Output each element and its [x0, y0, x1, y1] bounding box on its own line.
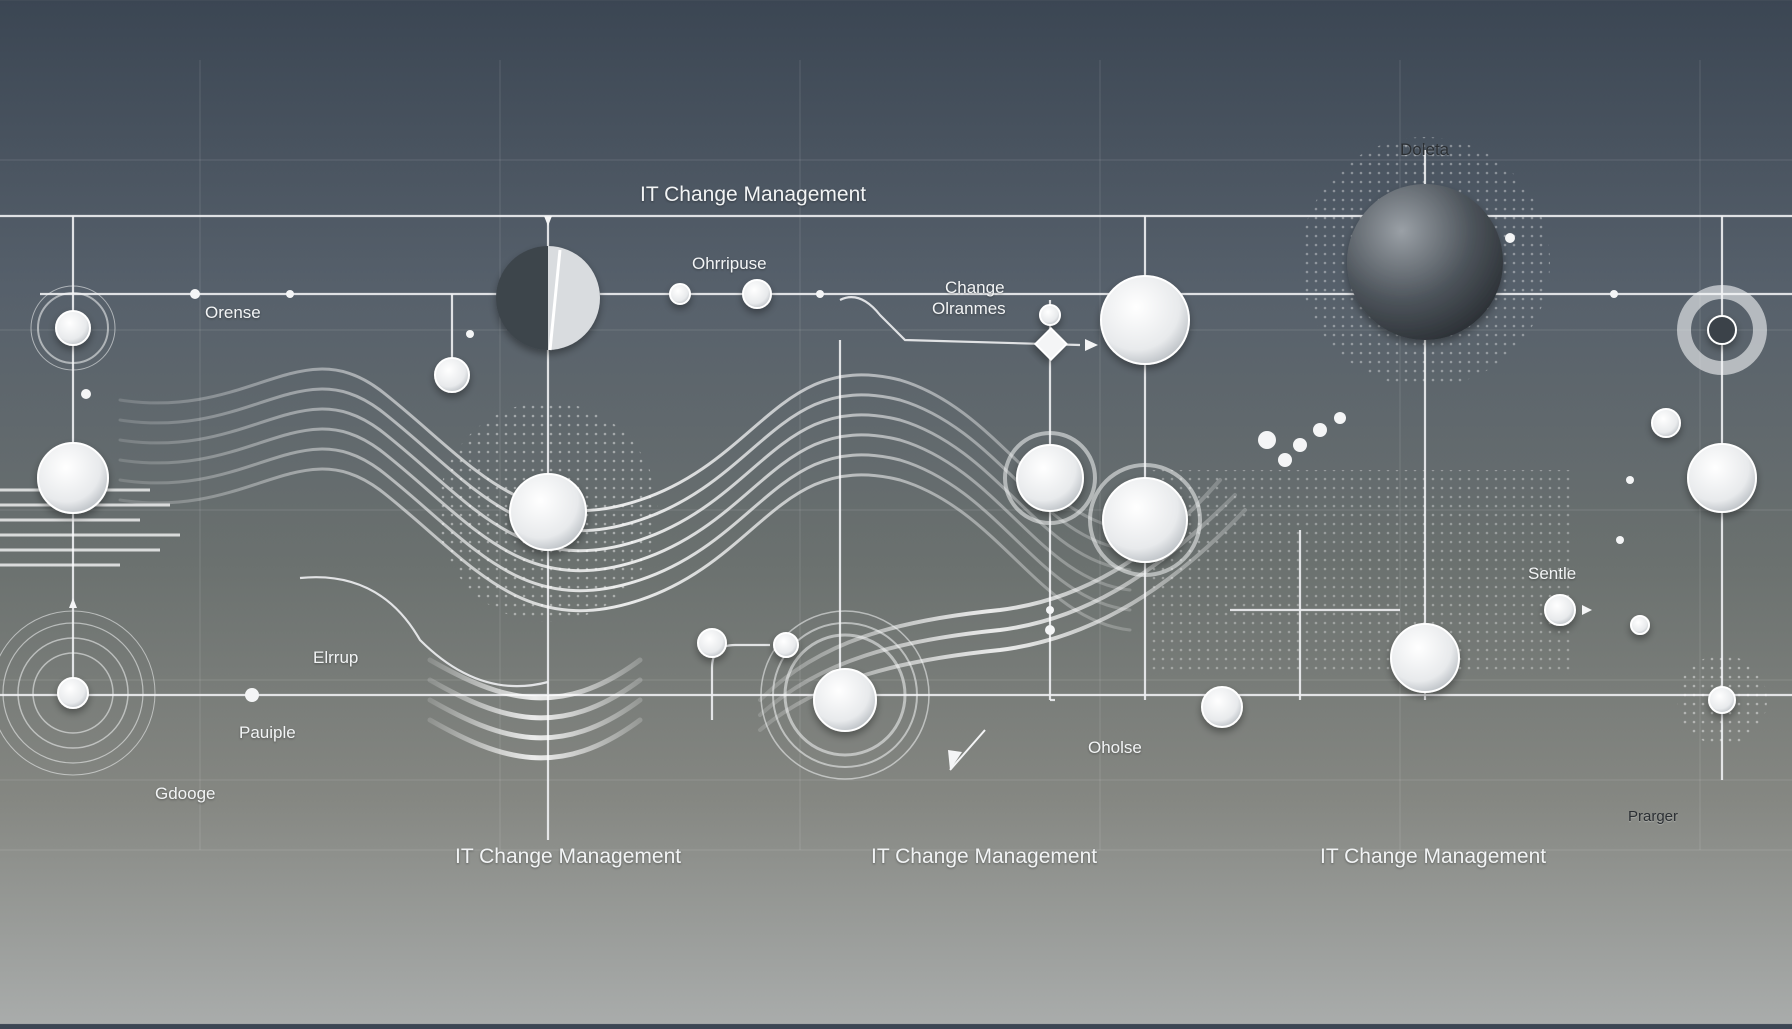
label-top-middle: Ohrripuse — [692, 254, 767, 273]
header-label: IT Change Management — [640, 183, 867, 206]
dotted-halos — [438, 137, 1767, 745]
footer-label-3: IT Change Management — [1320, 845, 1547, 868]
pie-node — [496, 246, 600, 351]
label-right-middle: Sentle — [1528, 564, 1577, 583]
large-sphere — [1347, 184, 1503, 340]
label-left-lower: Pauiple — [239, 723, 296, 742]
label-left-upper: Orense — [205, 303, 261, 322]
decision-diamond — [1034, 327, 1068, 361]
label-left-middle: Elrrup — [313, 648, 359, 667]
label-change: Change — [945, 278, 1005, 297]
label-top-right: Doleta — [1400, 140, 1450, 159]
label-change-sub: Olranmes — [932, 299, 1006, 318]
concentric-rings — [0, 285, 1767, 780]
connector-dots — [81, 233, 1634, 702]
diagram-nodes — [37, 275, 1757, 732]
flow-ribbons — [118, 367, 1247, 761]
label-left-bottom: Gdooge — [155, 784, 216, 803]
footer-label-1: IT Change Management — [455, 845, 682, 868]
label-right-bottom: Prarger — [1628, 808, 1679, 825]
label-center-lower: Oholse — [1088, 738, 1142, 757]
arrowheads — [69, 216, 1592, 770]
footer-label-2: IT Change Management — [871, 845, 1098, 868]
